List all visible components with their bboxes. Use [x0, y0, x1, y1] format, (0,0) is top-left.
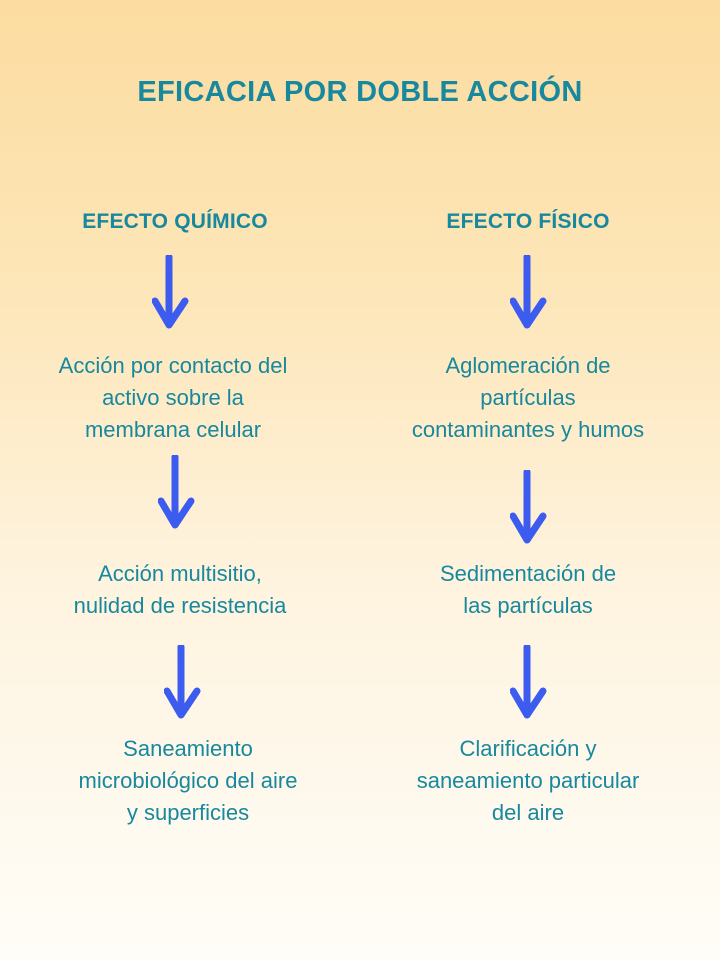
column-heading-physical: EFECTO FÍSICO: [446, 210, 610, 233]
down-arrow-icon: [510, 470, 547, 544]
down-arrow-icon: [510, 645, 547, 719]
page-title: EFICACIA POR DOBLE ACCIÓN: [137, 76, 583, 108]
flow-step: Acción por contacto del activo sobre la …: [58, 353, 288, 442]
column-heading-chemical: EFECTO QUÍMICO: [82, 210, 268, 233]
down-arrow-icon: [510, 255, 547, 329]
flow-step: Clarificación y saneamiento particular d…: [416, 736, 640, 825]
flow-step: Saneamiento microbiológico del aire y su…: [78, 736, 298, 825]
flow-step: Acción multisitio, nulidad de resistenci…: [73, 561, 287, 618]
down-arrow-icon: [164, 645, 201, 719]
flow-step: Sedimentación de las partículas: [439, 561, 617, 618]
flow-step: Aglomeración de partículas contaminantes…: [411, 353, 645, 442]
down-arrow-icon: [152, 255, 189, 329]
down-arrow-icon: [158, 455, 195, 529]
